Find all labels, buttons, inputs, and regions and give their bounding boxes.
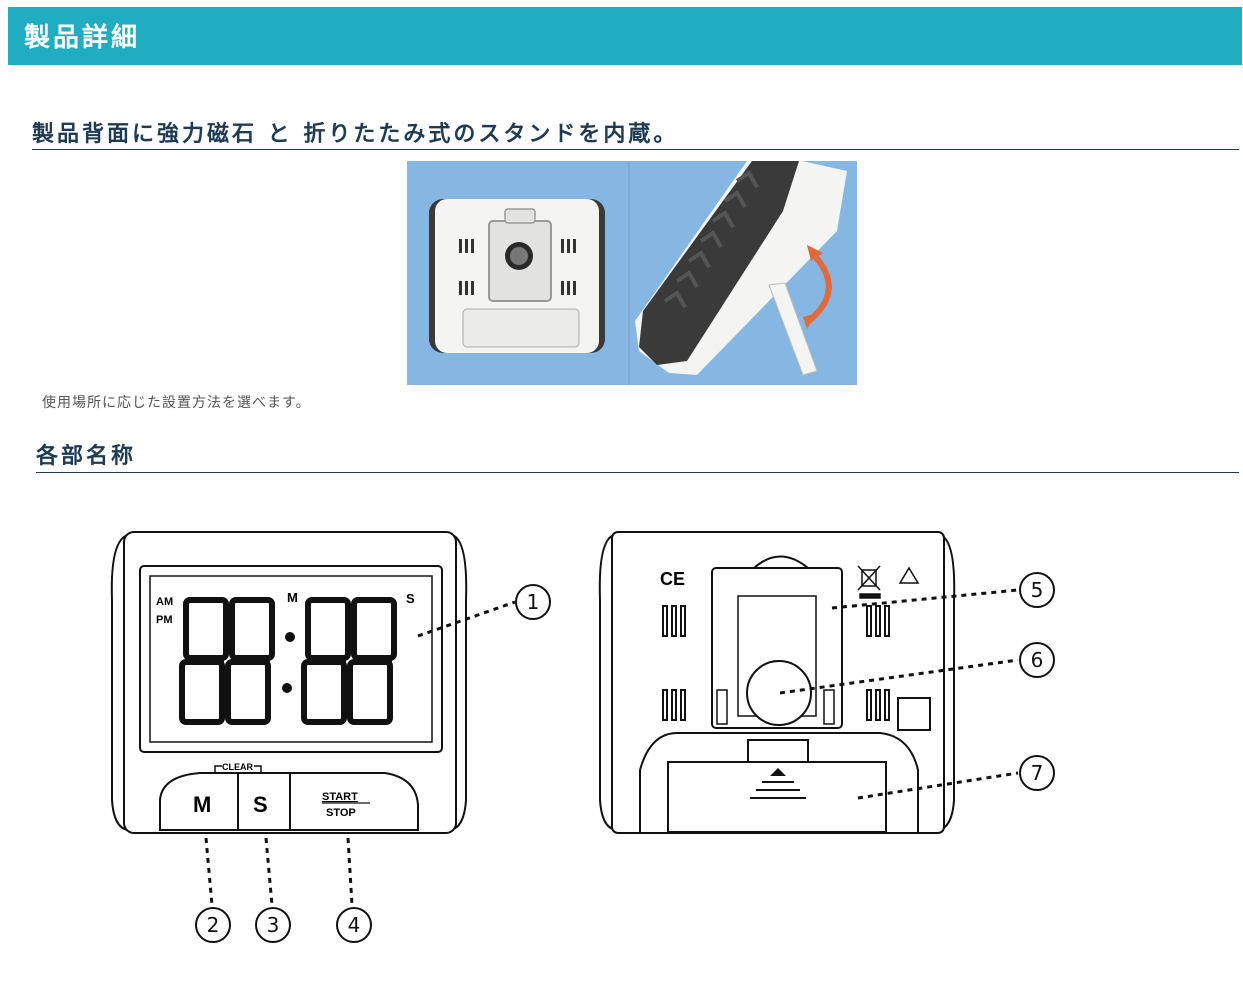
start-label: START: [322, 791, 358, 803]
lcd-digits: [179, 597, 397, 725]
features-heading: 製品背面に強力磁石 と 折りたたみ式のスタンドを内蔵。: [32, 122, 679, 147]
parts-divider: [36, 472, 1239, 473]
colon-dot-bottom: [282, 683, 292, 693]
digit-4: [347, 597, 397, 725]
product-photo-illustration: [429, 161, 847, 385]
m-button: M: [193, 792, 211, 817]
ce-mark-icon: CE: [660, 569, 685, 589]
parts-heading: 各部名称: [36, 444, 137, 469]
magnet: [746, 660, 812, 726]
back-leaders: [779, 588, 1019, 800]
digit-3: [301, 597, 351, 725]
callout-2: 2: [207, 913, 220, 937]
minute-indicator: M: [287, 590, 298, 605]
page-title: 製品詳細: [24, 23, 141, 53]
callout-6: 6: [1031, 648, 1044, 672]
callout-3: 3: [267, 913, 280, 937]
digit-2: [225, 597, 275, 725]
product-photo: [407, 161, 857, 385]
callout-7: 7: [1031, 761, 1044, 785]
pm-label: PM: [156, 614, 173, 626]
callout-4: 4: [348, 913, 361, 937]
features-caption: 使用場所に応じた設置方法を選べます。: [42, 395, 311, 411]
stop-label: STOP: [326, 807, 356, 819]
callout-circles: [195, 572, 1055, 943]
recycle-icons: [857, 565, 920, 599]
features-divider: [32, 149, 1239, 150]
digit-1: [179, 597, 229, 725]
front-leaders: [204, 600, 516, 906]
second-indicator: S: [406, 591, 415, 606]
am-label: AM: [156, 596, 173, 608]
callout-5: 5: [1031, 578, 1044, 602]
s-button: S: [253, 792, 268, 817]
colon-dot-top: [285, 632, 295, 642]
callout-1: 1: [527, 590, 540, 614]
clear-label: CLEAR: [222, 762, 253, 772]
header-banner: 製品詳細: [8, 7, 1242, 65]
